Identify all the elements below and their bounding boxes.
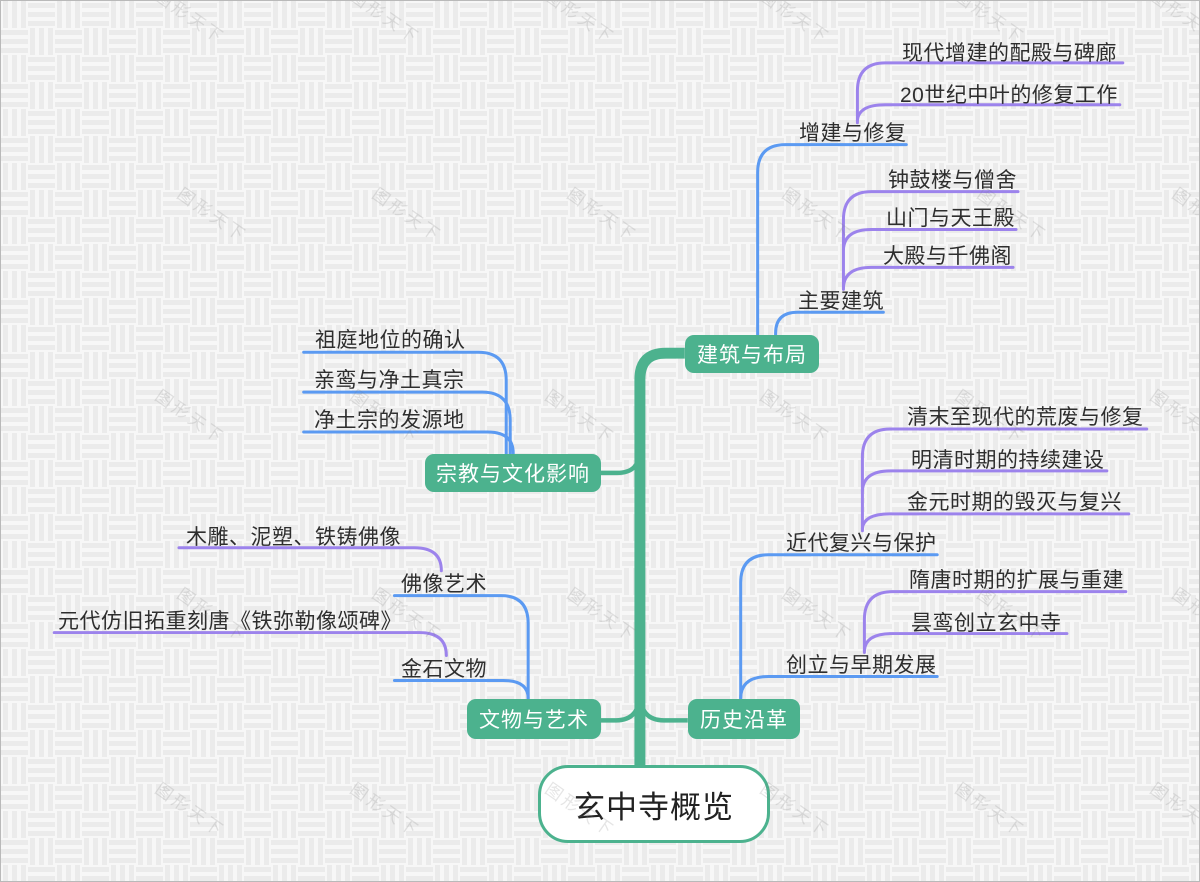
connector-bell-tower xyxy=(841,190,1020,291)
leaf-jin-yuan[interactable]: 金元时期的毁灭与复兴 xyxy=(907,491,1122,514)
leaf-tanluan[interactable]: 昙鸾创立玄中寺 xyxy=(911,612,1062,635)
subtopic-main-buildings[interactable]: 主要建筑 xyxy=(798,290,884,313)
subtopic-expansion-repair[interactable]: 增建与修复 xyxy=(799,122,907,145)
trunk-stub-relics xyxy=(600,692,643,723)
connector-main-buildings xyxy=(774,310,885,337)
connector-sui-tang xyxy=(862,590,1128,655)
trunk-line xyxy=(634,347,685,769)
subtopic-qinluan[interactable]: 亲鸾与净土真宗 xyxy=(314,369,465,392)
connector-wood-statues xyxy=(177,546,443,573)
leaf-mountain-gate[interactable]: 山门与天王殿 xyxy=(886,207,1015,230)
connector-jingtu xyxy=(302,430,515,456)
leaf-20th-repair[interactable]: 20世纪中叶的修复工作 xyxy=(900,84,1118,107)
leaf-qing-modern[interactable]: 清末至现代的荒废与修复 xyxy=(907,406,1144,429)
connector-founding xyxy=(739,674,939,700)
subtopic-modern-revival[interactable]: 近代复兴与保护 xyxy=(786,532,937,555)
branch-node-architecture-layout[interactable]: 建筑与布局 xyxy=(685,335,819,373)
branch-node-religion-culture[interactable]: 宗教与文化影响 xyxy=(425,454,601,492)
trunk-stub-history xyxy=(637,692,688,723)
connector-expansion-repair xyxy=(756,143,908,337)
connector-mountain-gate xyxy=(841,227,1018,251)
leaf-ming-qing[interactable]: 明清时期的持续建设 xyxy=(911,449,1105,472)
connector-modern-revival xyxy=(739,553,939,700)
trunk-stub-religion xyxy=(600,445,643,476)
connector-modern-halls xyxy=(855,61,1125,125)
leaf-bell-tower[interactable]: 钟鼓楼与僧舍 xyxy=(888,169,1017,192)
connector-tanluan xyxy=(862,632,1069,653)
connector-buddha-art xyxy=(392,594,530,700)
leaf-modern-halls[interactable]: 现代增建的配殿与碑廊 xyxy=(902,42,1117,65)
connector-jin-yuan xyxy=(860,512,1131,531)
connector-qinluan xyxy=(302,390,512,456)
subtopic-founding[interactable]: 创立与早期发展 xyxy=(786,654,937,677)
connector-ming-qing xyxy=(860,469,1109,493)
subtopic-buddha-art[interactable]: 佛像艺术 xyxy=(401,573,487,596)
connector-epigraphy xyxy=(392,678,530,700)
leaf-yuan-stele[interactable]: 元代仿旧拓重刻唐《铁弥勒像颂碑》 xyxy=(58,610,402,633)
subtopic-jingtu[interactable]: 净土宗的发源地 xyxy=(314,409,465,432)
leaf-wood-statues[interactable]: 木雕、泥塑、铁铸佛像 xyxy=(186,526,401,549)
leaf-main-hall[interactable]: 大殿与千佛阁 xyxy=(883,245,1012,268)
connector-yuan-stele xyxy=(52,631,448,658)
connector-main-hall xyxy=(841,265,1015,289)
leaf-sui-tang[interactable]: 隋唐时期的扩展与重建 xyxy=(909,569,1124,592)
connector-20th-repair xyxy=(855,103,1122,123)
root-node-temple-overview[interactable]: 玄中寺概览 xyxy=(538,765,770,843)
subtopic-epigraphy[interactable]: 金石文物 xyxy=(401,658,487,681)
branch-node-history[interactable]: 历史沿革 xyxy=(688,699,800,739)
connector-qing-modern xyxy=(860,427,1149,533)
subtopic-zuting[interactable]: 祖庭地位的确认 xyxy=(315,329,466,352)
connector-zuting xyxy=(302,350,508,456)
branch-node-relics-art[interactable]: 文物与艺术 xyxy=(467,699,601,739)
